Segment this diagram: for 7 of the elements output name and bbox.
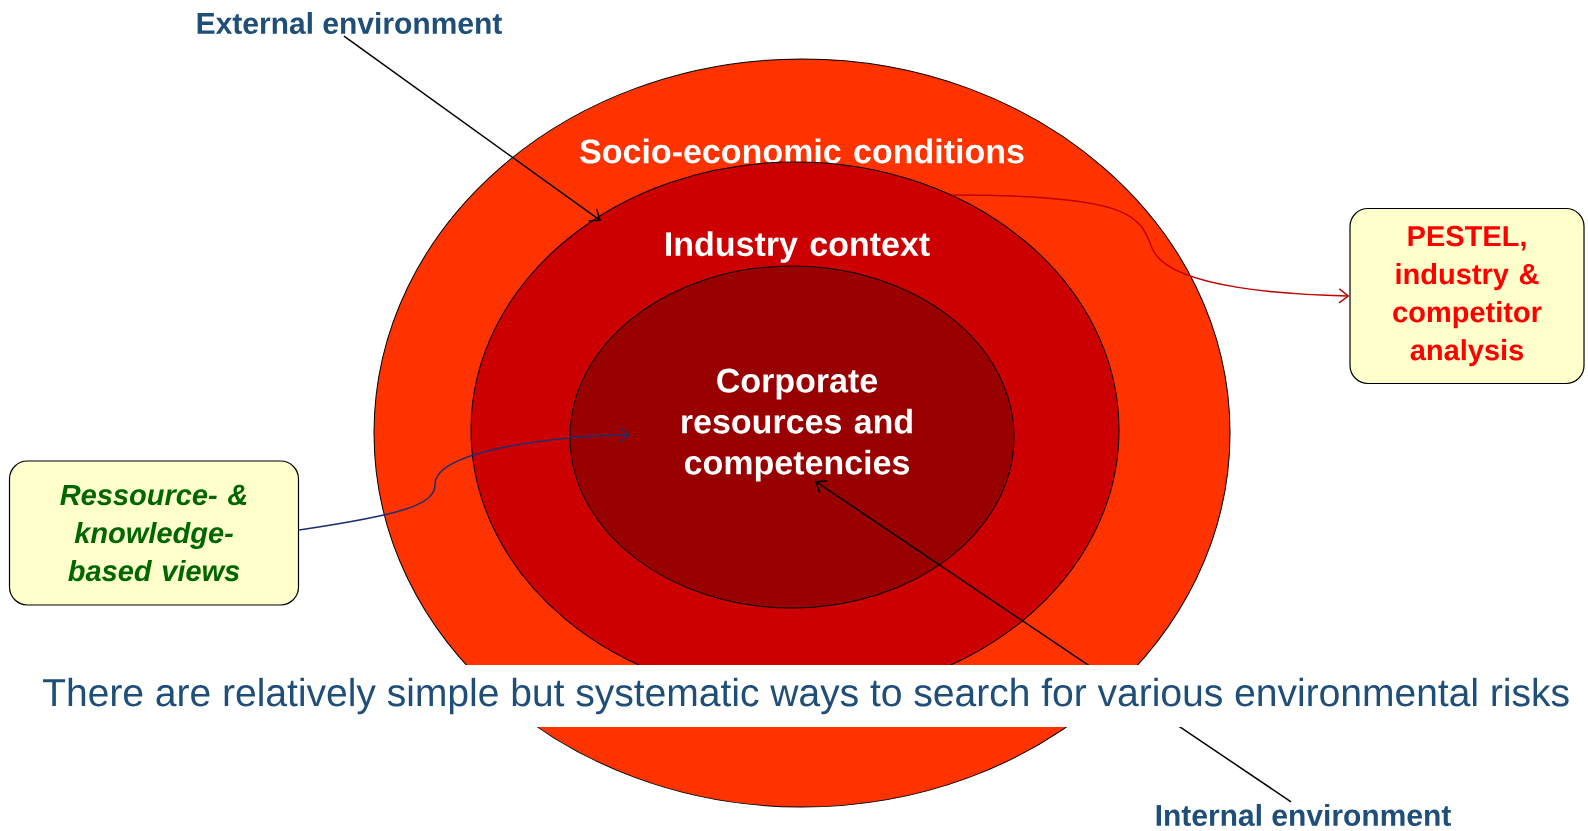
text-box: PESTEL, industry & competitor analysis — [1349, 207, 1585, 385]
ellipse-ring: Corporate resources and competencies — [569, 265, 1015, 609]
heading-text: External environment — [197, 12, 502, 35]
caption-banner: There are relatively simple but systematic ways to search for various environmental risks — [30, 665, 1583, 727]
arrow — [951, 194, 1350, 304]
arrow — [343, 35, 601, 222]
text-box: Ressource- & knowledge- based views — [8, 460, 300, 606]
